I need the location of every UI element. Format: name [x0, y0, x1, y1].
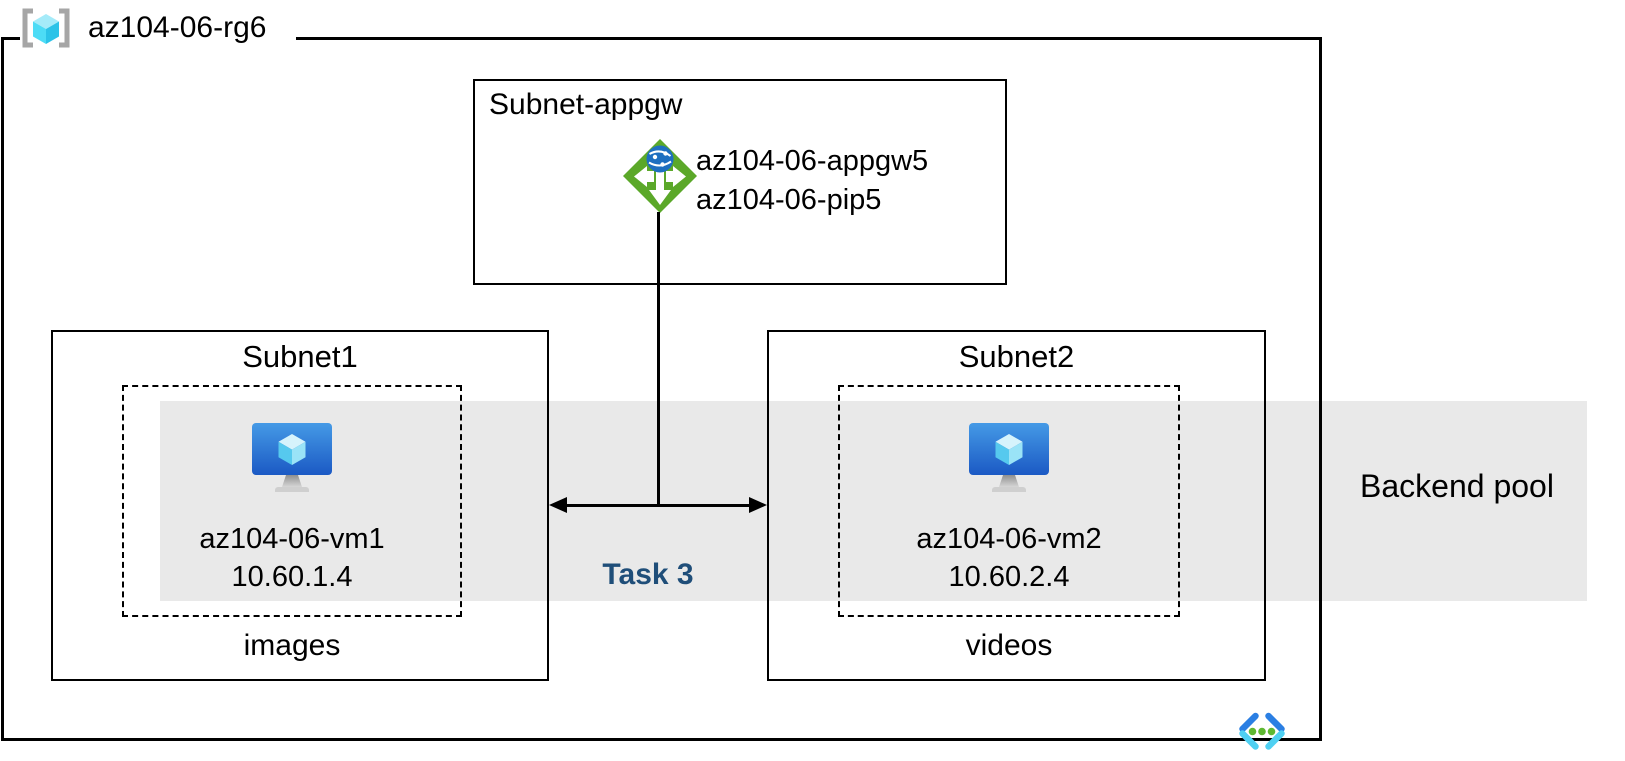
virtual-machine-icon	[251, 423, 333, 495]
resource-group-title-mask	[20, 33, 296, 46]
subnet2-label: Subnet2	[958, 339, 1075, 374]
vm1-name: az104-06-vm1	[199, 523, 385, 555]
subnet1-container-label: images	[243, 629, 341, 662]
subnet-appgw-box	[473, 79, 1007, 285]
subnet1-box	[51, 330, 549, 681]
application-gateway-name: az104-06-appgw5	[696, 145, 929, 177]
vm2-ip: 10.60.2.4	[948, 561, 1070, 593]
virtual-network-icon	[1234, 710, 1290, 754]
vm2-name: az104-06-vm2	[916, 523, 1102, 555]
public-ip-name: az104-06-pip5	[696, 184, 882, 216]
task-label: Task 3	[602, 558, 694, 591]
subnet2-box	[767, 330, 1266, 681]
backend-pool-label: Backend pool	[1360, 468, 1554, 504]
subnet1-backend-dashed-box	[122, 385, 462, 617]
resource-group-title: az104-06-rg6	[88, 11, 267, 44]
resource-group-box	[1, 37, 1322, 741]
vm1-text: az104-06-vm1 10.60.1.4	[122, 520, 462, 596]
arrowhead-left-icon	[549, 497, 567, 513]
subnet2-container-label: videos	[965, 629, 1053, 662]
application-gateway-icon	[622, 138, 698, 214]
subnet2-backend-dashed-box	[838, 385, 1180, 617]
gateway-connector-line	[657, 212, 660, 505]
backend-pool-band	[160, 401, 1587, 601]
resource-group-icon	[20, 8, 72, 48]
backend-arrow-line	[563, 503, 759, 507]
application-gateway-names: az104-06-appgw5 az104-06-pip5	[696, 142, 928, 220]
arrowhead-right-icon	[749, 497, 767, 513]
virtual-machine-icon	[968, 423, 1050, 495]
vm2-text: az104-06-vm2 10.60.2.4	[838, 520, 1180, 596]
subnet-appgw-label: Subnet-appgw	[489, 88, 683, 121]
subnet1-label: Subnet1	[242, 339, 358, 374]
vm1-ip: 10.60.1.4	[231, 561, 353, 593]
